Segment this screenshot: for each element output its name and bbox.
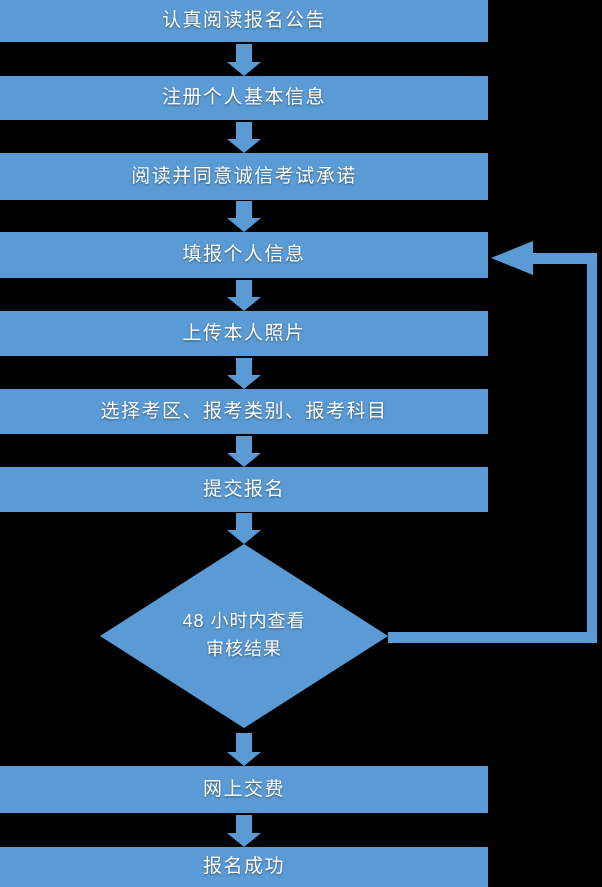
connector-arrow-c6 <box>227 436 261 467</box>
arrow-shaft <box>236 201 252 219</box>
arrow-head-icon <box>227 453 261 467</box>
process-node-step2[interactable]: 注册个人基本信息 <box>0 76 488 120</box>
node-label: 填报个人信息 <box>182 244 306 266</box>
arrow-shaft <box>236 358 252 376</box>
arrow-shaft <box>236 280 252 298</box>
arrow-shaft <box>236 122 252 140</box>
connector-arrow-c5 <box>227 358 261 389</box>
node-label: 48 小时内查看 审核结果 <box>182 611 306 659</box>
process-node-step7[interactable]: 提交报名 <box>0 467 488 512</box>
arrow-shaft <box>236 44 252 63</box>
arrow-head-icon <box>227 139 261 153</box>
node-label: 报名成功 <box>202 856 285 878</box>
connector-arrow-c2 <box>227 122 261 153</box>
feedback-loop-bottom-segment <box>388 632 597 643</box>
arrow-head-icon <box>227 833 261 847</box>
node-label: 选择考区、报考类别、报考科目 <box>100 400 388 422</box>
connector-arrow-c4 <box>227 280 261 311</box>
arrow-head-icon <box>227 752 261 766</box>
arrow-head-icon <box>227 218 261 232</box>
process-node-step5[interactable]: 上传本人照片 <box>0 311 488 356</box>
node-label: 上传本人照片 <box>182 322 306 344</box>
node-label: 阅读并同意诚信考试承诺 <box>131 165 357 187</box>
connector-arrow-c3 <box>227 201 261 232</box>
arrow-head-icon <box>227 62 261 76</box>
process-node-step10[interactable]: 报名成功 <box>0 847 488 887</box>
process-node-step4[interactable]: 填报个人信息 <box>0 232 488 278</box>
connector-arrow-c7 <box>227 513 261 544</box>
node-label: 网上交费 <box>202 778 285 800</box>
arrow-shaft <box>236 436 252 454</box>
decision-node-step8[interactable]: 48 小时内查看 审核结果 <box>100 544 388 728</box>
feedback-loop-right-segment <box>587 253 597 643</box>
arrow-shaft <box>236 815 252 834</box>
process-node-step1[interactable]: 认真阅读报名公告 <box>0 0 488 42</box>
node-label: 注册个人基本信息 <box>161 87 326 109</box>
process-node-step3[interactable]: 阅读并同意诚信考试承诺 <box>0 153 488 200</box>
arrow-shaft <box>236 733 252 753</box>
process-node-step9[interactable]: 网上交费 <box>0 766 488 813</box>
connector-arrow-c1 <box>227 44 261 76</box>
feedback-loop-arrowhead-icon <box>491 241 533 275</box>
arrow-shaft <box>236 513 252 531</box>
arrow-head-icon <box>227 375 261 389</box>
process-node-step6[interactable]: 选择考区、报考类别、报考科目 <box>0 389 488 434</box>
connector-arrow-c8 <box>227 733 261 766</box>
node-label: 认真阅读报名公告 <box>161 10 326 32</box>
arrow-head-icon <box>227 530 261 544</box>
connector-arrow-c9 <box>227 815 261 847</box>
arrow-head-icon <box>227 297 261 311</box>
node-label: 提交报名 <box>202 478 285 500</box>
feedback-loop-top-segment <box>528 253 594 264</box>
